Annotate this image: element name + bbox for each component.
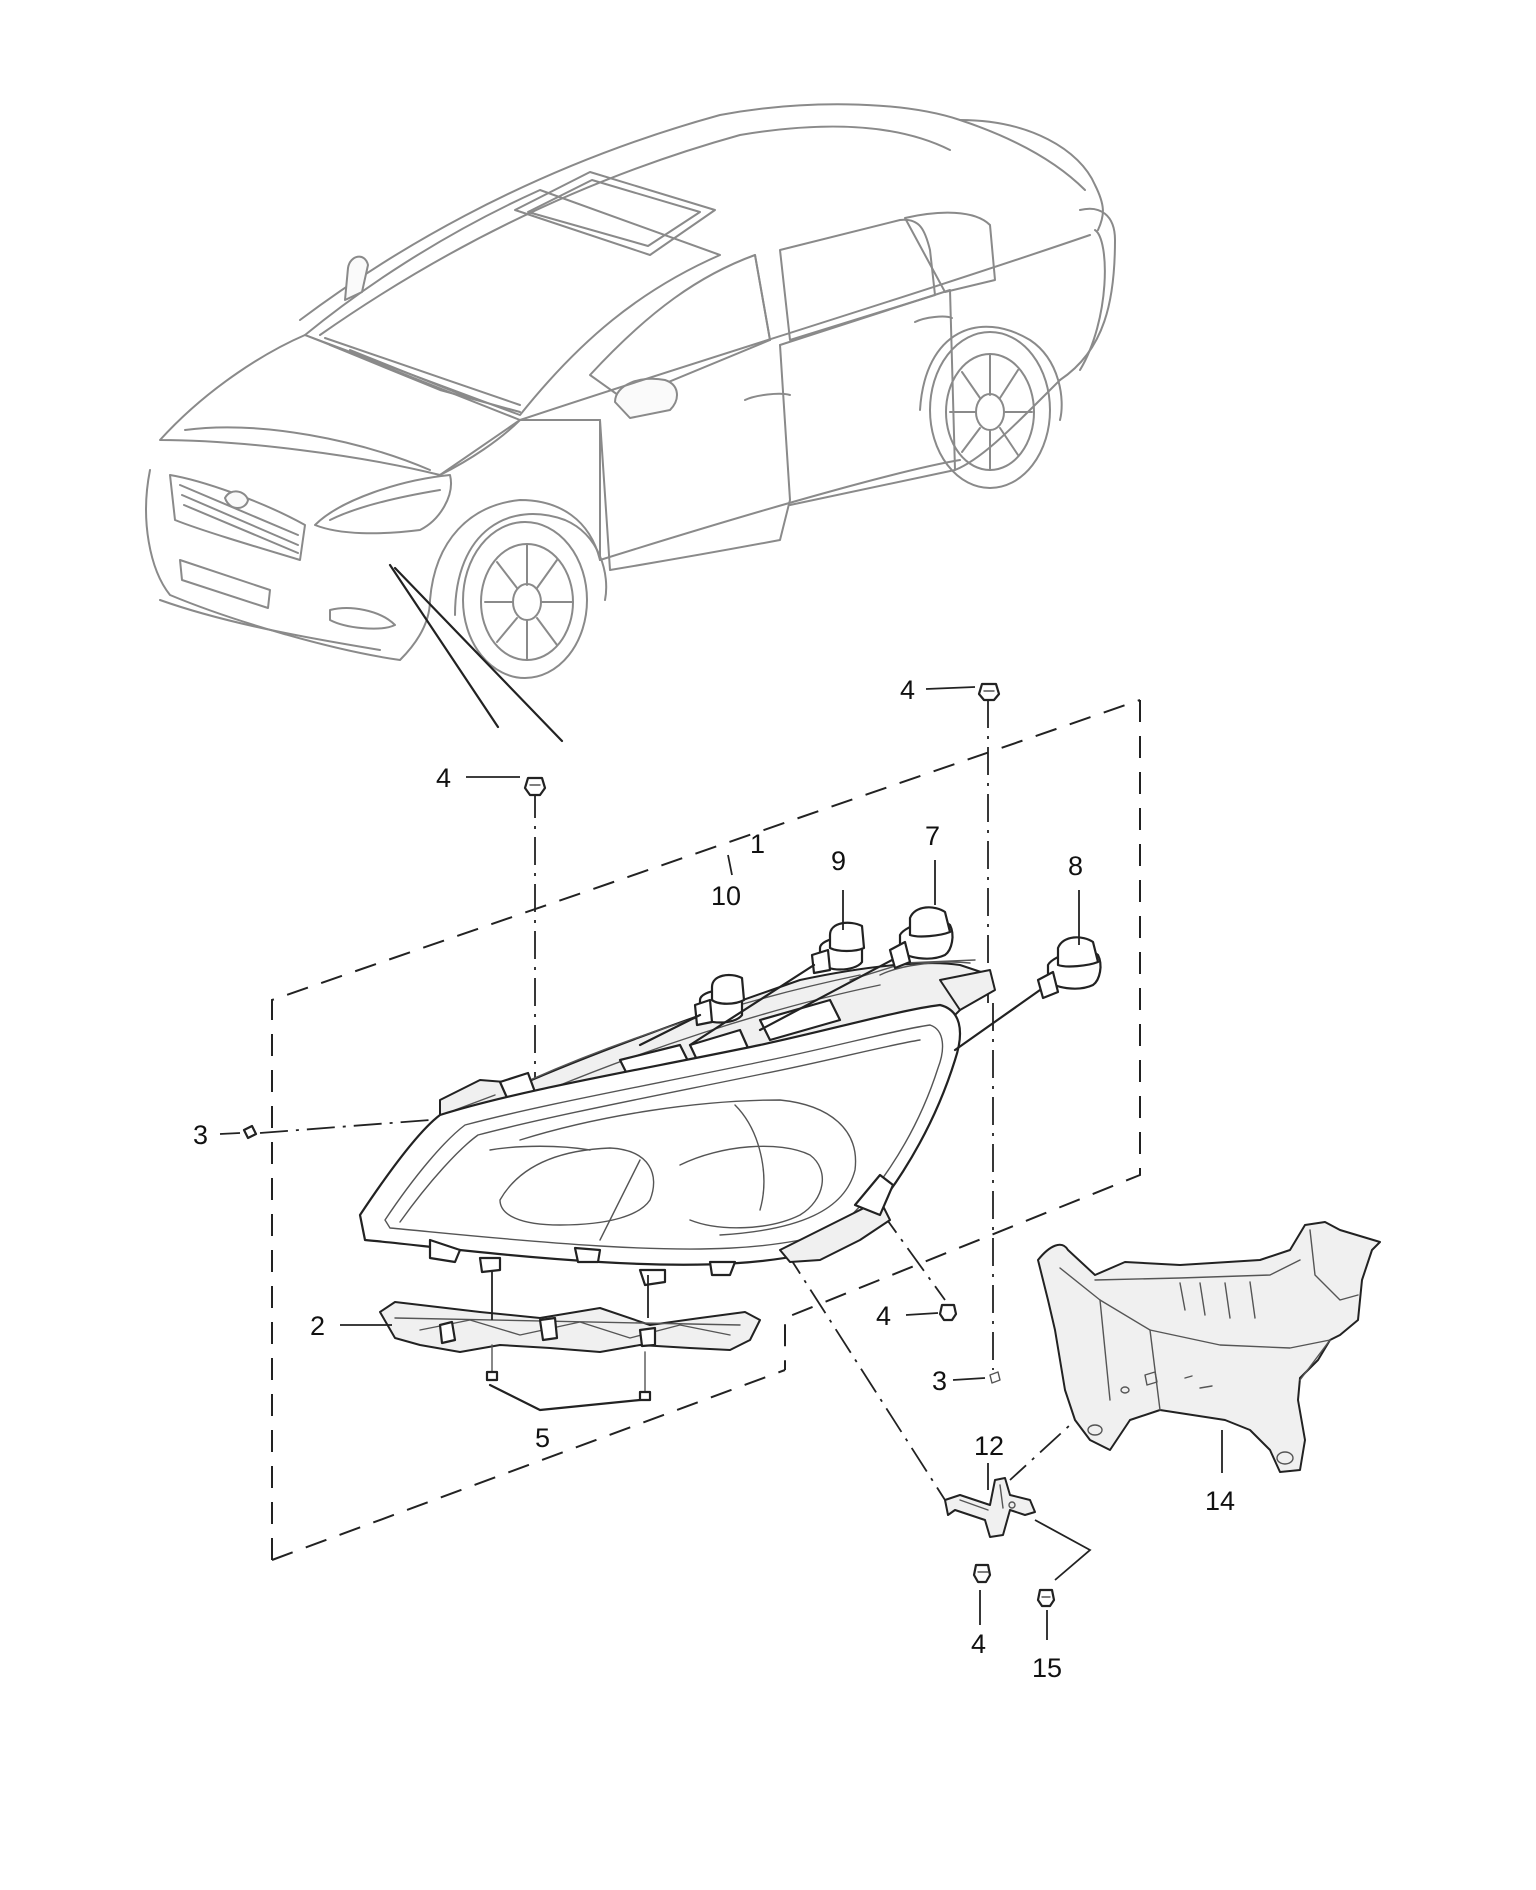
assembly-outline <box>271 699 1141 1561</box>
callout-4-top-left: 4 <box>436 763 451 793</box>
callout-15: 15 <box>1032 1653 1062 1683</box>
callout-7: 7 <box>925 821 940 851</box>
callout-2: 2 <box>310 1311 325 1341</box>
bulbs <box>638 906 1102 1052</box>
callout-4-mid: 4 <box>876 1301 891 1331</box>
bulb-8 <box>953 936 1102 1052</box>
headlamp-assembly <box>358 959 996 1287</box>
callout-5: 5 <box>535 1423 550 1453</box>
callout-1: 1 <box>750 829 765 859</box>
callout-4-top-right: 4 <box>900 675 915 705</box>
callout-labels: 4 4 1 10 9 7 8 3 2 4 3 5 12 14 4 15 <box>193 675 1235 1683</box>
car-illustration <box>145 103 1116 743</box>
callout-12: 12 <box>974 1431 1004 1461</box>
callout-4-bottom: 4 <box>971 1629 986 1659</box>
lower-bracket-2 <box>379 1270 761 1412</box>
callout-8: 8 <box>1068 851 1083 881</box>
splash-shield-14 <box>1037 1221 1381 1473</box>
bracket-12 <box>944 1477 1092 1581</box>
fasteners <box>242 682 1056 1608</box>
callout-14: 14 <box>1205 1486 1235 1516</box>
bulb-7 <box>758 906 954 1032</box>
callout-3-mid: 3 <box>932 1366 947 1396</box>
leader-lines <box>219 686 1223 1640</box>
callout-10: 10 <box>711 881 741 911</box>
bulb-10 <box>638 973 746 1047</box>
bulb-9 <box>688 921 866 1047</box>
callout-9: 9 <box>831 846 846 876</box>
callout-3-left: 3 <box>193 1120 208 1150</box>
